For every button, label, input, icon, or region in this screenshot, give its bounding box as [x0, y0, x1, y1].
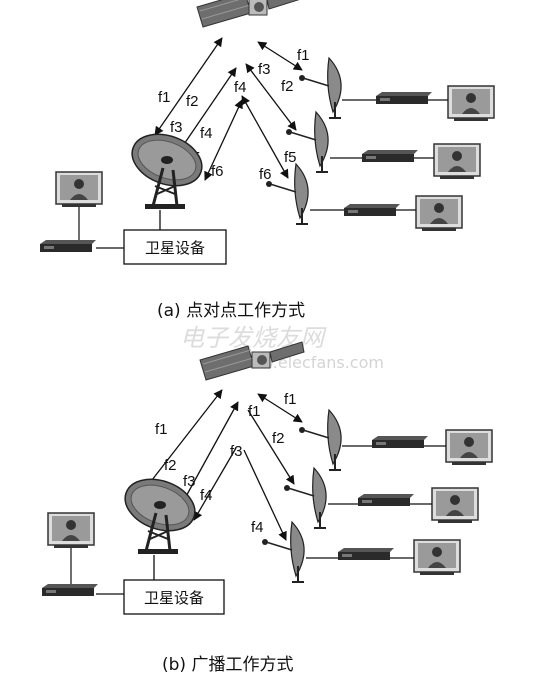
receiver-icon	[358, 494, 414, 506]
small-dish-icon	[298, 409, 343, 471]
freq-label: f3	[183, 473, 196, 490]
panel-a-caption: (a) 点对点工作方式	[157, 301, 305, 321]
freq-label: f6	[211, 163, 224, 180]
freq-label: f2	[186, 93, 199, 110]
receiver-icon	[42, 584, 98, 596]
freq-label: f3	[258, 61, 271, 78]
watermark-text: 电子发烧友网	[180, 324, 327, 352]
freq-label: f2	[164, 457, 177, 474]
freq-label: f1	[155, 421, 168, 438]
freq-label: f1	[297, 47, 310, 64]
uplink-f2	[183, 401, 239, 501]
panel-b: f1 f2 f3 f4 f1 f2 f3 f1 f4 卫星设备 (b) 广播工作…	[42, 341, 493, 675]
receiver-icon	[344, 204, 400, 216]
receiver-icon	[338, 548, 394, 560]
freq-label: f5	[284, 149, 297, 166]
small-dish-icon	[265, 163, 310, 225]
freq-label: f2	[272, 430, 285, 447]
satellite-icon	[196, 0, 302, 28]
small-dish-icon	[298, 57, 343, 119]
receiver-icon	[372, 436, 428, 448]
freq-label: f1	[248, 403, 261, 420]
receiver-icon	[40, 240, 96, 252]
equipment-label: 卫星设备	[145, 239, 205, 257]
downlink-3	[241, 95, 289, 179]
small-dish-icon	[261, 521, 306, 583]
tv-icon	[433, 143, 481, 180]
equipment-label: 卫星设备	[144, 589, 204, 607]
freq-label: f3	[170, 119, 183, 136]
tv-icon	[413, 539, 461, 576]
freq-label: f6	[259, 166, 272, 183]
freq-label: f4	[234, 79, 247, 96]
tv-icon	[447, 85, 495, 122]
uplink-f1	[154, 37, 223, 136]
downlink-3	[243, 449, 287, 541]
uplink-f5	[204, 99, 243, 181]
freq-label: f3	[230, 443, 243, 460]
large-dish-icon	[123, 123, 211, 211]
freq-label: f1	[158, 89, 171, 106]
freq-label: f4	[200, 125, 213, 142]
freq-label: f4	[200, 487, 213, 504]
tv-icon	[445, 429, 493, 466]
freq-label: f4	[251, 519, 264, 536]
tv-icon	[55, 171, 103, 208]
equipment-box	[123, 229, 227, 265]
freq-label: f1	[284, 391, 297, 408]
tv-icon	[415, 195, 463, 232]
receiver-icon	[362, 150, 418, 162]
panel-a: f1 f2 f3 f4 f5 f6 f1 f2 f3 f4 f5 f6 卫星设备	[40, 0, 495, 321]
uplink-f4	[193, 447, 237, 521]
downlink-1	[257, 393, 303, 423]
downlink-2	[245, 63, 297, 131]
downlink-2	[247, 409, 295, 485]
freq-label: f2	[281, 78, 294, 95]
panel-b-caption: (b) 广播工作方式	[162, 655, 293, 675]
receiver-icon	[376, 92, 432, 104]
equipment-box	[123, 579, 225, 615]
tv-icon	[431, 487, 479, 524]
tv-icon	[47, 512, 95, 549]
